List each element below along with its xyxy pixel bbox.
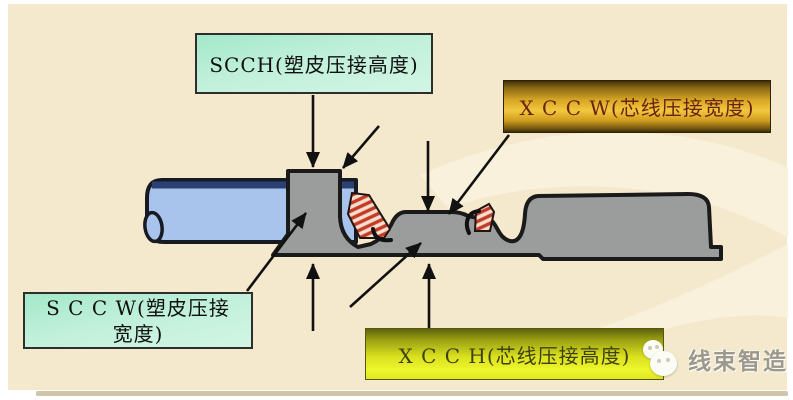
core-wire-strands [346,191,496,239]
xcch-diagonal-pointer [349,242,422,308]
label-sccw: S C C W(塑皮压接 宽度) [23,292,253,349]
crimp-curl-left [371,227,393,243]
measurement-arrows [245,95,511,333]
chat-bubbles-icon [643,339,683,379]
label-scch: SCCH(塑皮压接高度) [195,33,433,94]
label-xccw: X C C W(芯线压接宽度) [503,80,771,133]
watermark-logo: 线束智造 [643,339,788,379]
brush-side-strands [473,202,496,232]
label-sccw-line1: S C C W(塑皮压接 [46,295,230,320]
bottom-strip [36,391,788,396]
insulation-side-strands [346,191,392,239]
label-sccw-line2: 宽度) [112,321,164,346]
wire-end-cap [143,210,164,244]
watermark-text: 线束智造 [688,349,788,375]
label-xcch: X C C H(芯线压接高度) [365,328,664,380]
xccw-diagonal-pointer [447,134,511,215]
label-scch-text: SCCH(塑皮压接高度) [209,53,419,77]
label-xccw-text: X C C W(芯线压接宽度) [519,96,755,120]
label-xcch-text: X C C H(芯线压接高度) [398,343,631,368]
sccw-diagonal-pointer [245,212,308,292]
scch-diagonal-pointer [342,125,380,169]
crimp-curl-right [464,209,481,235]
